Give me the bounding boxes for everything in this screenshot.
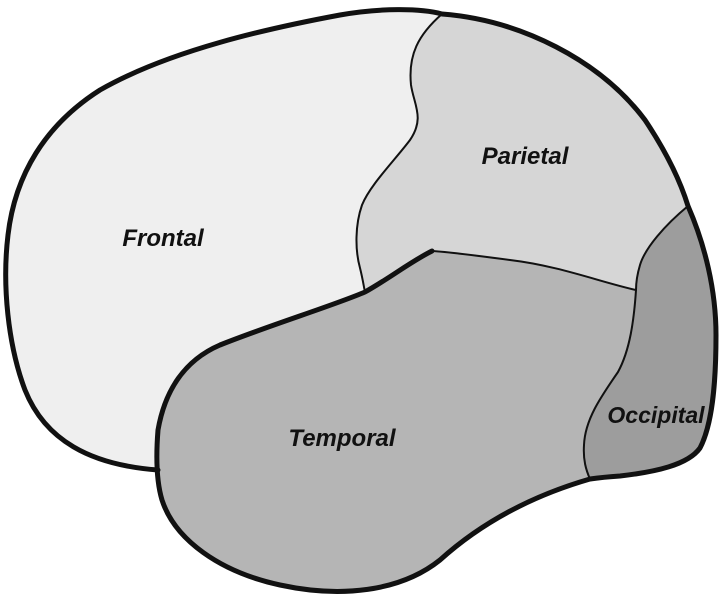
frontal-label: Frontal — [122, 225, 205, 252]
occipital-label: Occipital — [607, 402, 705, 428]
temporal-label: Temporal — [288, 425, 396, 452]
parietal-label: Parietal — [482, 143, 570, 170]
